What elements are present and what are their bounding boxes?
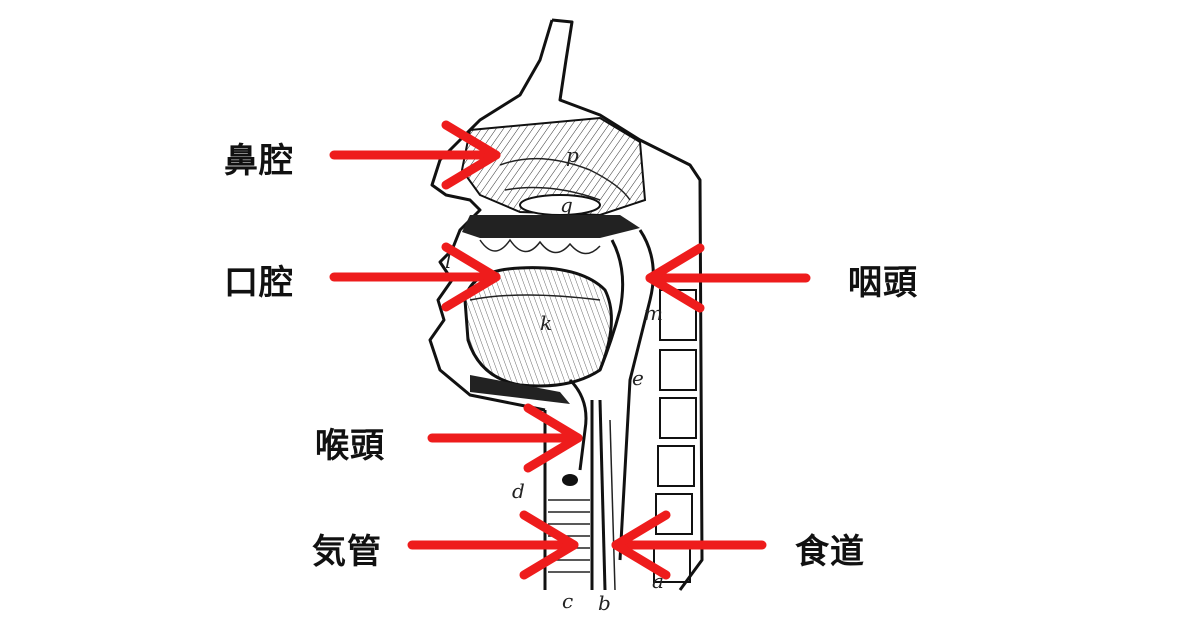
figure-letter-a: a [652, 569, 664, 593]
figure-letter-l: l [445, 249, 451, 273]
arrow-oral-cavity [329, 242, 501, 312]
label-larynx: 喉頭 [315, 426, 385, 466]
figure-letter-k: k [540, 311, 552, 335]
figure-letter-p: p [566, 143, 579, 167]
figure-letter-q: q [560, 193, 573, 217]
arrow-esophagus [611, 510, 767, 580]
label-trachea: 気管 [312, 532, 382, 572]
figure-letter-e: e [632, 366, 644, 390]
arrow-trachea [407, 510, 579, 580]
head-section-drawing: p q l k m e d c b a [428, 18, 704, 615]
arrow-larynx [427, 403, 583, 473]
figure-letter-b: b [598, 591, 611, 615]
figure-letter-m: m [644, 301, 663, 325]
arrow-group [329, 120, 811, 580]
vertebrae [653, 289, 697, 583]
label-pharynx: 咽頭 [848, 263, 918, 303]
figure-letter-d: d [512, 479, 525, 503]
label-esophagus: 食道 [795, 532, 865, 572]
label-oral-cavity: 口腔 [224, 263, 294, 303]
label-nasal-cavity: 鼻腔 [224, 141, 294, 181]
arrow-nasal-cavity [329, 120, 501, 190]
upper-teeth [479, 238, 601, 255]
figure-letter-c: c [562, 589, 573, 613]
arrow-pharynx [645, 243, 811, 313]
